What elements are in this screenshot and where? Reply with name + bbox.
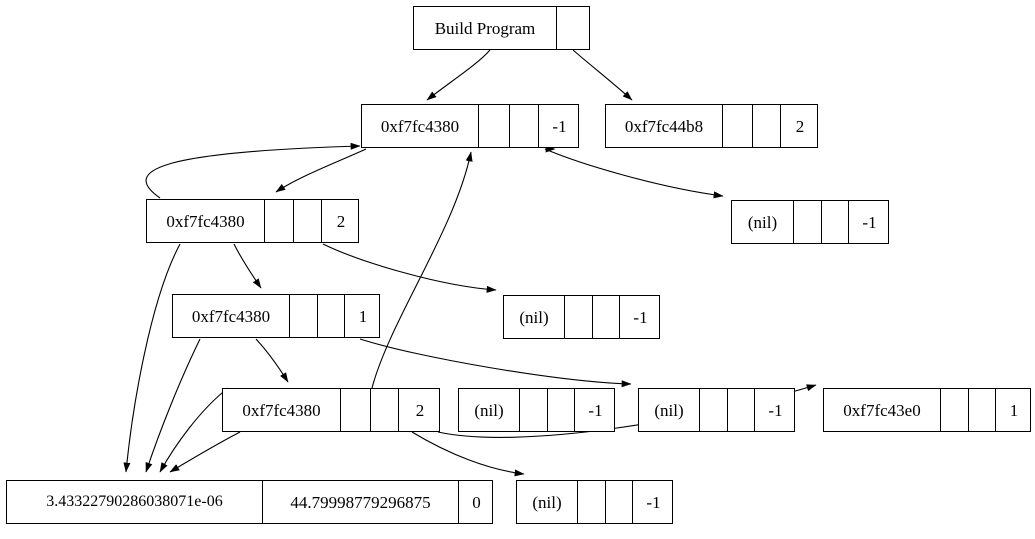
- node-0xf7fc4380-c-cell-3: 1: [358, 306, 368, 326]
- node-0xf7fc4380-c-cell-1: [290, 295, 318, 337]
- node-float-values-cell-2: 0: [472, 492, 481, 512]
- edge-n1-to-n4: [544, 148, 724, 199]
- node-nil-right-top: (nil) -1: [731, 200, 889, 244]
- edge-n3-up-to-n1: [145, 142, 361, 199]
- node-nil-row4-b-cell-2: [728, 389, 755, 431]
- node-0xf7fc43e0: 0xf7fc43e0 1: [823, 388, 1031, 432]
- build-program-node: Build Program: [413, 6, 590, 50]
- node-nil-row4-b-cell-1: [700, 389, 728, 431]
- node-0xf7fc4380-d-cell-1: [341, 389, 371, 431]
- node-nil-right-top-cell-2: [822, 201, 849, 243]
- edge-root-to-n1: [426, 49, 491, 101]
- edge-n5-to-bottom: [145, 338, 201, 473]
- edge-n3-to-bottom: [123, 243, 181, 473]
- build-program-node-cell-1: [557, 7, 591, 49]
- node-nil-row4-a-cell-3: -1: [588, 400, 603, 420]
- node-nil-bottom-cell-0: (nil): [517, 481, 578, 523]
- edge-n7-to-bottom: [169, 431, 241, 473]
- node-nil-bottom: (nil) -1: [516, 480, 673, 524]
- node-0xf7fc4380-d-cell-3: 2: [415, 400, 425, 420]
- node-nil-row4-a: (nil) -1: [458, 388, 615, 432]
- node-0xf7fc4380-a-cell-3: -1: [552, 116, 567, 136]
- node-nil-right-top-cell-3: -1: [862, 212, 877, 232]
- node-nil-bottom-cell-1: [578, 481, 606, 523]
- node-0xf7fc4380-a-cell-0: 0xf7fc4380: [362, 105, 479, 147]
- node-0xf7fc4380-b-cell-1: [265, 200, 294, 242]
- node-0xf7fc4380-b-cell-2: [294, 200, 322, 242]
- node-0xf7fc4380-a-cell-1: [479, 105, 510, 147]
- edge-n1-to-n3: [275, 148, 367, 193]
- node-nil-bottom-cell-2: [606, 481, 633, 523]
- node-0xf7fc4380-c-cell-2: [318, 295, 345, 337]
- node-0xf7fc44b8-cell-1: [723, 105, 753, 147]
- node-0xf7fc4380-c-cell-0: 0xf7fc4380: [173, 295, 290, 337]
- node-nil-row4-a-cell-2: [548, 389, 575, 431]
- edge-n5-to-n9: [359, 338, 632, 388]
- node-0xf7fc4380-d-cell-2: [371, 389, 399, 431]
- node-0xf7fc44b8: 0xf7fc44b8 2: [605, 104, 818, 148]
- node-0xf7fc43e0-cell-3: 1: [1009, 400, 1019, 420]
- node-0xf7fc4380-b-cell-0: 0xf7fc4380: [147, 200, 265, 242]
- node-0xf7fc4380-a: 0xf7fc4380 -1: [361, 104, 579, 148]
- node-0xf7fc43e0-cell-2: [969, 389, 996, 431]
- node-nil-middle-cell-2: [593, 296, 620, 338]
- node-nil-middle: (nil) -1: [503, 295, 660, 339]
- edge-n3-to-n5: [233, 243, 262, 289]
- node-nil-row4-b: (nil) -1: [638, 388, 795, 432]
- node-0xf7fc4380-b: 0xf7fc4380 2: [146, 199, 359, 243]
- node-0xf7fc44b8-cell-3: 2: [795, 116, 805, 136]
- node-0xf7fc44b8-cell-0: 0xf7fc44b8: [606, 105, 723, 147]
- node-float-values-cell-0: 3.43322790286038071e-06: [7, 481, 263, 523]
- node-nil-row4-b-cell-0: (nil): [639, 389, 700, 431]
- node-nil-middle-cell-1: [565, 296, 593, 338]
- node-0xf7fc4380-b-cell-3: 2: [336, 211, 346, 231]
- node-nil-middle-cell-0: (nil): [504, 296, 565, 338]
- node-nil-right-top-cell-1: [794, 201, 822, 243]
- edge-n5-to-n7: [255, 338, 289, 383]
- node-nil-bottom-cell-3: -1: [646, 492, 661, 512]
- node-nil-row4-a-cell-1: [520, 389, 548, 431]
- node-nil-middle-cell-3: -1: [633, 307, 648, 327]
- edge-n3-to-n6: [322, 243, 497, 293]
- edge-root-to-n2: [572, 49, 633, 101]
- edge-n11-to-n12: [411, 431, 525, 477]
- node-nil-right-top-cell-0: (nil): [732, 201, 794, 243]
- edge-n7-up2: [159, 387, 229, 473]
- edge-n7-up-to-n1: [371, 151, 473, 389]
- node-0xf7fc43e0-cell-0: 0xf7fc43e0: [824, 389, 941, 431]
- node-float-values-cell-1: 44.79998779296875: [263, 481, 459, 523]
- node-0xf7fc4380-d: 0xf7fc4380 2: [222, 388, 440, 432]
- node-0xf7fc4380-a-cell-2: [510, 105, 539, 147]
- node-0xf7fc4380-c: 0xf7fc4380 1: [172, 294, 380, 338]
- node-nil-row4-b-cell-3: -1: [768, 400, 783, 420]
- build-program-node-cell-0: Build Program: [414, 7, 557, 49]
- node-0xf7fc44b8-cell-2: [753, 105, 781, 147]
- node-0xf7fc4380-d-cell-0: 0xf7fc4380: [223, 389, 341, 431]
- node-nil-row4-a-cell-0: (nil): [459, 389, 520, 431]
- node-0xf7fc43e0-cell-1: [941, 389, 969, 431]
